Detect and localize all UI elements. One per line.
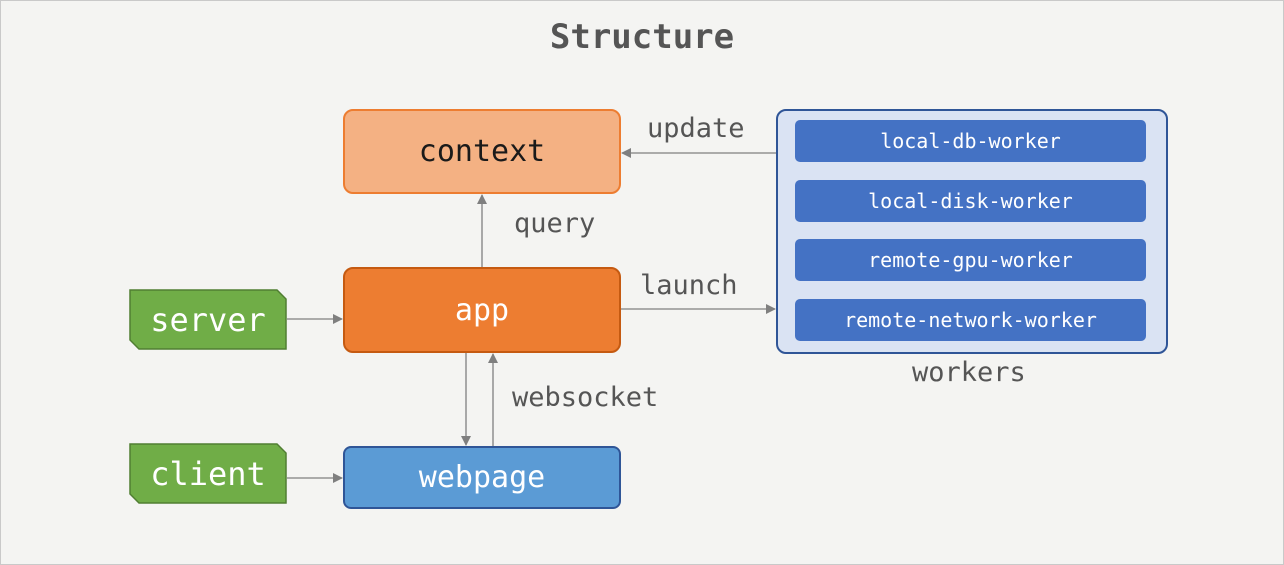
context-label: context xyxy=(418,134,546,169)
workers-caption: workers xyxy=(912,357,1026,388)
client-node: client xyxy=(129,443,287,504)
webpage-label: webpage xyxy=(418,460,546,495)
websocket-edge-label: websocket xyxy=(512,382,659,413)
context-node: context xyxy=(343,109,621,194)
server-tag-shape xyxy=(129,289,287,350)
worker-label: remote-gpu-worker xyxy=(868,248,1073,272)
workers-panel: local-db-worker local-disk-worker remote… xyxy=(776,109,1168,354)
server-label: server xyxy=(150,300,266,339)
worker-label: local-db-worker xyxy=(880,129,1061,153)
launch-edge-label: launch xyxy=(640,270,738,301)
worker-local-db: local-db-worker xyxy=(795,120,1146,162)
diagram-title: Structure xyxy=(549,17,735,57)
query-edge-label: query xyxy=(514,208,596,239)
worker-label: local-disk-worker xyxy=(868,189,1073,213)
app-label: app xyxy=(454,292,510,328)
webpage-node: webpage xyxy=(343,446,621,509)
app-node: app xyxy=(343,267,621,353)
worker-remote-network: remote-network-worker xyxy=(795,299,1146,341)
client-tag-shape xyxy=(129,443,287,504)
worker-local-disk: local-disk-worker xyxy=(795,180,1146,222)
client-label: client xyxy=(150,454,266,493)
update-edge-label: update xyxy=(647,113,745,144)
worker-label: remote-network-worker xyxy=(844,308,1097,332)
server-node: server xyxy=(129,289,287,350)
worker-remote-gpu: remote-gpu-worker xyxy=(795,239,1146,281)
